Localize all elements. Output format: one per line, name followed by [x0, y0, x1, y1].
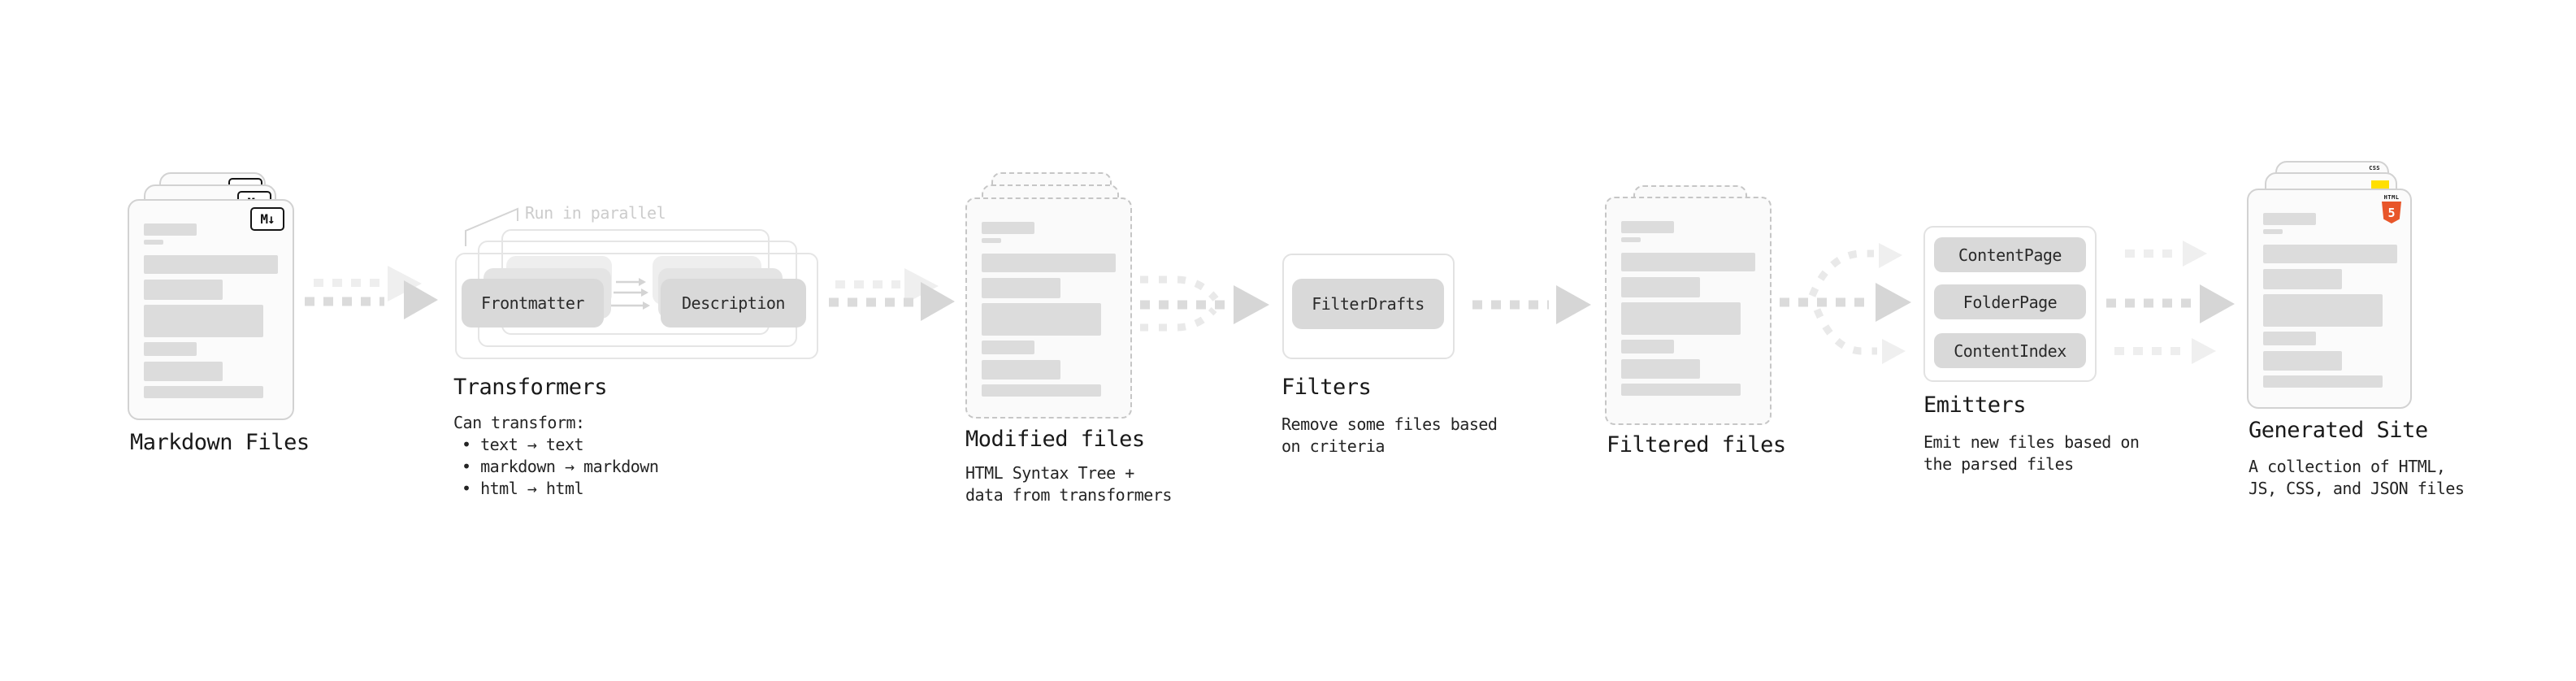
generated-site-note-line: A collection of HTML, [2249, 457, 2446, 476]
javascript-icon [2371, 180, 2389, 189]
emitters-note-line: Emit new files based on [1923, 432, 2140, 452]
transformer-parallel-arrows [611, 278, 650, 310]
generated-site-note-line: JS, CSS, and JSON files [2249, 479, 2465, 498]
placeholder-text-lines [1621, 221, 1759, 396]
markdown-file-card-front: M↓ [128, 199, 294, 420]
html5-icon: HTML 5 [2381, 194, 2402, 223]
folderpage-pill: FolderPage [1934, 284, 2086, 319]
filters-note-line: on criteria [1281, 436, 1385, 456]
funnel-modified-to-filters [1140, 275, 1269, 332]
modified-files-note-line: data from transformers [965, 485, 1172, 505]
filters-note-line: Remove some files based [1281, 414, 1498, 434]
markdown-files-label: Markdown Files [130, 430, 310, 455]
placeholder-text-lines [2263, 213, 2399, 388]
fan-filtered-to-emitters [1780, 243, 1911, 364]
arrow-markdown-to-transformers [305, 266, 438, 319]
emitters-label: Emitters [1923, 393, 2027, 418]
filters-label: Filters [1281, 375, 1372, 400]
transformers-bullet: • markdown → markdown [462, 457, 659, 476]
generated-file-card-front: HTML 5 [2247, 189, 2412, 409]
filters-note: Remove some files based on criteria [1281, 414, 1498, 458]
arrow-filters-to-filtered [1472, 285, 1591, 324]
transformers-note: Can transform: • text → text • markdown … [453, 412, 659, 500]
filtered-files-label: Filtered files [1607, 432, 1786, 458]
markdown-icon: M↓ [250, 207, 284, 231]
modified-files-label: Modified files [965, 427, 1145, 452]
arrows-emitters-to-generated [2106, 241, 2235, 364]
emitters-note: Emit new files based on the parsed files [1923, 432, 2140, 475]
run-in-parallel-annotation: Run in parallel [525, 203, 666, 223]
filterdrafts-pill: FilterDrafts [1292, 279, 1444, 329]
frontmatter-pill: Frontmatter [462, 279, 604, 327]
transformers-bullet: • text → text [462, 435, 584, 454]
run-in-parallel-leader-line [465, 207, 518, 246]
filtered-file-card-front [1605, 197, 1772, 425]
modified-file-card-front [965, 197, 1132, 419]
modified-files-note-line: HTML Syntax Tree + [965, 463, 1134, 483]
modified-files-note: HTML Syntax Tree + data from transformer… [965, 462, 1172, 506]
transformers-label: Transformers [453, 375, 608, 400]
placeholder-text-lines [982, 222, 1119, 397]
arrow-transformers-to-modified [829, 268, 955, 321]
description-pill: Description [661, 279, 806, 327]
transformers-note-title: Can transform: [453, 413, 585, 432]
placeholder-text-lines [144, 223, 281, 398]
generated-site-note: A collection of HTML, JS, CSS, and JSON … [2249, 456, 2465, 500]
contentindex-pill: ContentIndex [1934, 333, 2086, 368]
generated-site-label: Generated Site [2249, 418, 2428, 443]
contentpage-pill: ContentPage [1934, 237, 2086, 272]
transformer-layer-box-front [455, 253, 818, 359]
transformers-bullet: • html → html [462, 479, 584, 498]
emitters-note-line: the parsed files [1923, 454, 2074, 474]
